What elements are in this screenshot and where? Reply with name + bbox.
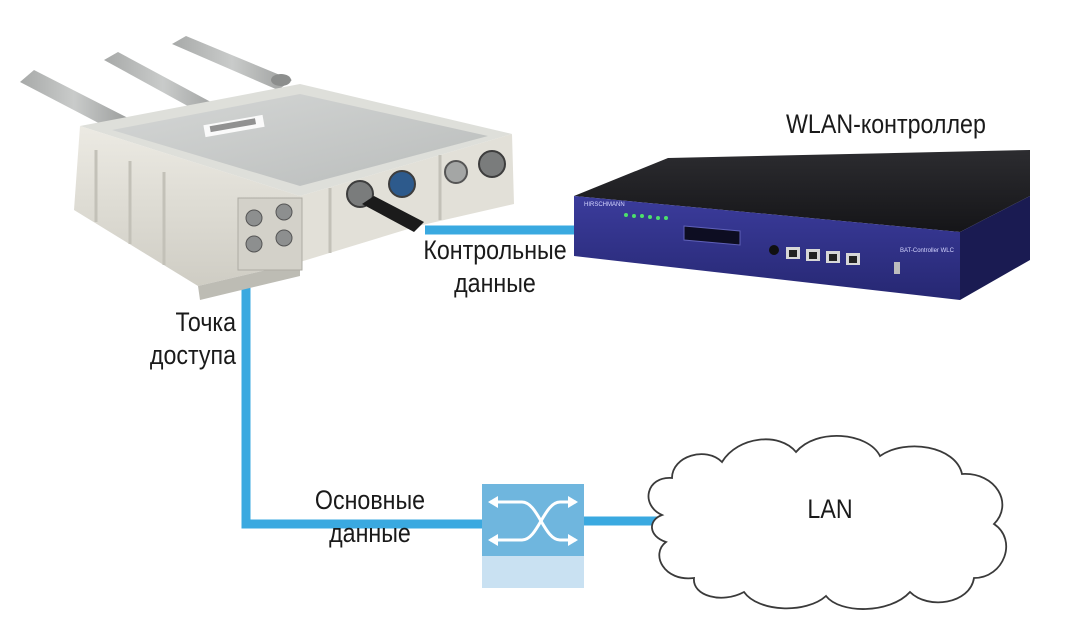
- main-data-label-line1: Основные: [314, 485, 426, 515]
- access-point-label-line2: доступа: [149, 340, 236, 370]
- crossed-arrows-icon: [490, 500, 576, 542]
- main-data-link: [241, 285, 485, 529]
- main-data-label-line2: данные: [329, 518, 411, 548]
- controller-brand: HIRSCHMANN: [584, 202, 625, 208]
- access-point-label-line1: Точка: [175, 307, 236, 337]
- antenna: [20, 36, 292, 130]
- controller-model: BAT-Controller WLC: [900, 248, 955, 254]
- access-point-label: Точка доступа: [121, 306, 236, 372]
- wlan-controller-label: WLAN-контроллер: [786, 109, 986, 139]
- access-point-device: [20, 36, 514, 300]
- lan-cloud: [647, 434, 1007, 610]
- control-data-label: Контрольные данные: [415, 234, 575, 300]
- wlan-controller-device: HIRSCHMANN BAT-Controller WLC: [574, 150, 1030, 300]
- lan-label: LAN: [807, 494, 853, 524]
- control-data-label-line2: данные: [454, 268, 536, 298]
- switch-device: [482, 484, 584, 588]
- control-data-label-line1: Контрольные: [423, 235, 567, 265]
- links: [241, 225, 660, 529]
- main-data-label: Основные данные: [301, 484, 439, 550]
